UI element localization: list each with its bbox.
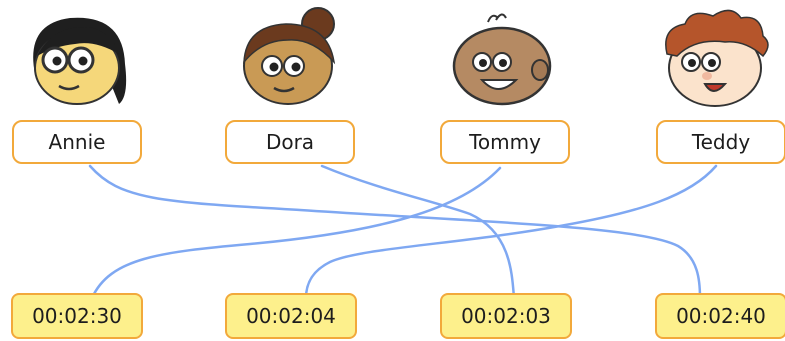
annie-face-icon [15,4,139,112]
time-box-2: 00:02:04 [225,293,357,339]
match-line-annie [88,164,702,300]
time-box-1: 00:02:30 [11,293,143,339]
match-line-teddy [304,164,718,300]
match-line-dora [320,164,516,300]
time-box-4: 00:02:40 [655,293,785,339]
tommy-face-icon [442,4,566,112]
name-box-teddy: Teddy [656,120,785,164]
name-box-dora: Dora [225,120,355,164]
match-line-tommy [90,166,502,300]
teddy-face-icon [655,4,779,112]
name-box-tommy: Tommy [440,120,570,164]
dora-face-icon [228,4,352,112]
name-box-annie: Annie [12,120,142,164]
time-box-3: 00:02:03 [440,293,572,339]
